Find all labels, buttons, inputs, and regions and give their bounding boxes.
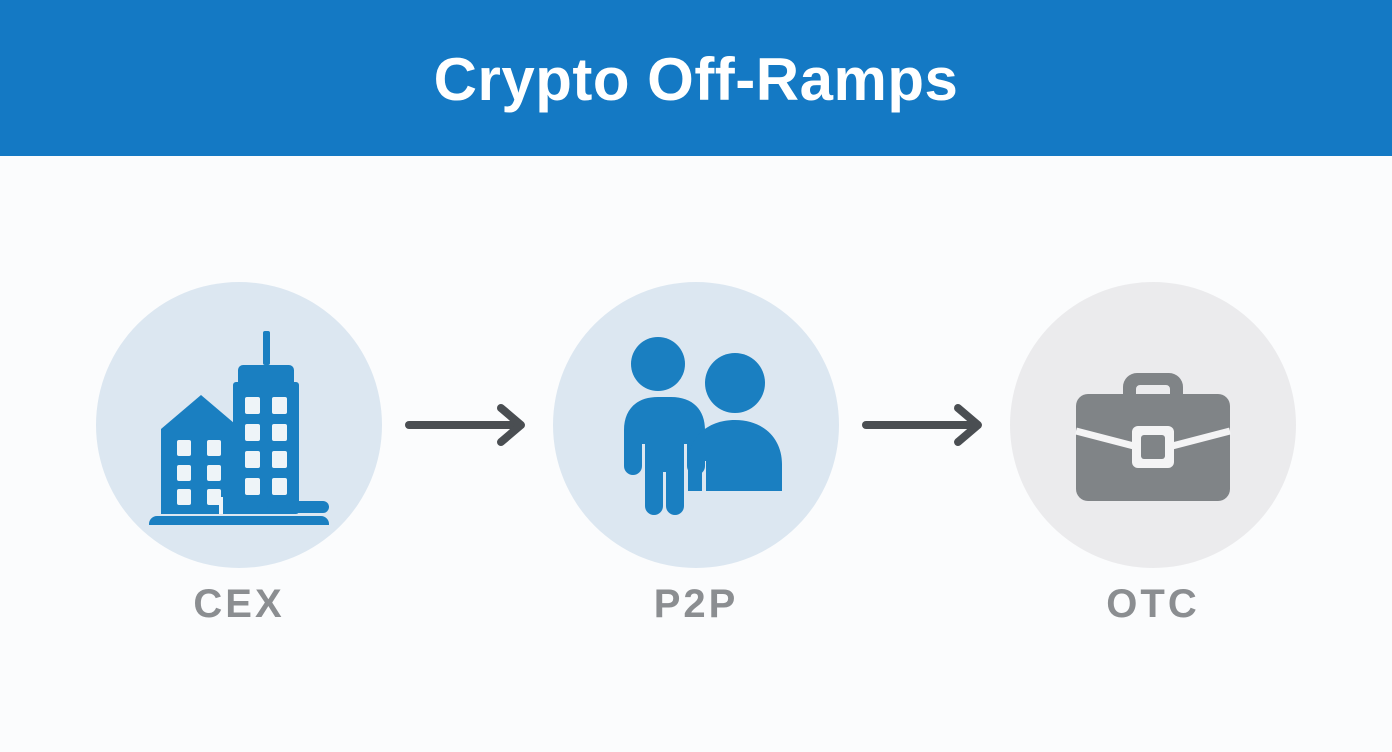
step-label-cex: CEX <box>193 582 285 626</box>
arrow-right-icon <box>862 404 992 452</box>
flow-step-p2p[interactable]: P2P <box>553 282 839 624</box>
header-bar: Crypto Off-Ramps <box>0 0 1392 156</box>
flow-step-otc[interactable]: OTC <box>1010 282 1296 624</box>
page-title: Crypto Off-Ramps <box>433 46 959 113</box>
briefcase-icon <box>1053 325 1253 525</box>
flow-step-cex[interactable]: CEX <box>96 282 382 624</box>
office-buildings-icon <box>139 325 339 525</box>
step-icon-circle-otc <box>1010 282 1296 568</box>
step-label-p2p: P2P <box>653 582 739 626</box>
arrow-right-icon <box>405 404 535 452</box>
step-icon-circle-p2p <box>553 282 839 568</box>
step-label-otc: OTC <box>1106 582 1200 626</box>
two-people-icon <box>596 325 796 525</box>
flow-connector-2 <box>862 402 992 448</box>
step-icon-circle-cex <box>96 282 382 568</box>
flow-diagram: CEX <box>0 156 1392 752</box>
flow-connector-1 <box>405 402 535 448</box>
